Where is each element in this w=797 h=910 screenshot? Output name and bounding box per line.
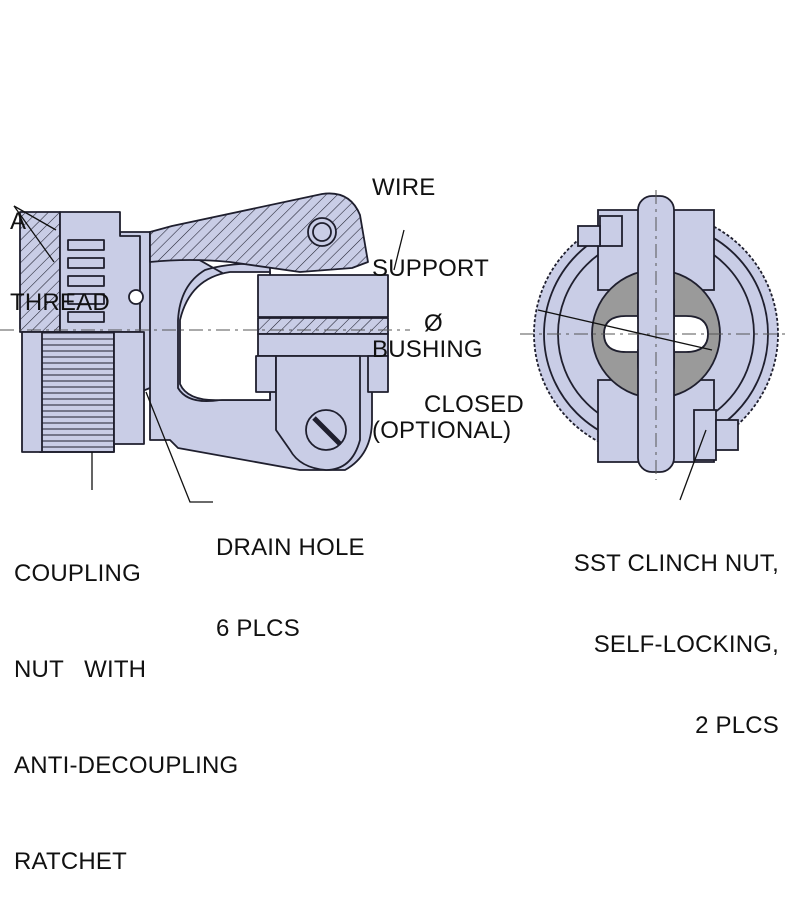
label-line: THREAD	[10, 289, 110, 316]
label-line: Ø	[424, 310, 443, 337]
label-clinch-nut: SST CLINCH NUT, SELF-LOCKING, 2 PLCS	[574, 496, 779, 766]
end-view	[520, 190, 790, 480]
label-line: WIRE	[372, 174, 436, 201]
label-line: DRAIN HOLE	[216, 534, 365, 561]
label-line: SUPPORT	[372, 255, 489, 282]
label-line: A	[10, 208, 27, 235]
label-drain-hole: DRAIN HOLE 6 PLCS	[216, 480, 365, 669]
elbow-window	[179, 271, 271, 402]
label-line: ANTI-DECOUPLING	[14, 752, 239, 779]
connector-drawing	[0, 190, 790, 503]
clamp-arm-section	[149, 192, 369, 273]
bushing-upper	[257, 274, 389, 318]
label-line: 6 PLCS	[216, 615, 300, 642]
label-coupling-nut: COUPLING NUT WITH ANTI-DECOUPLING RATCHE…	[14, 494, 238, 910]
label-line: SELF-LOCKING,	[593, 631, 779, 658]
label-line: NUT WITH	[14, 656, 147, 683]
label-a-thread: A THREAD	[10, 154, 110, 343]
label-line: CLOSED	[424, 391, 524, 418]
label-line: COUPLING	[14, 560, 141, 587]
label-wire-support-bushing: WIRE SUPPORT BUSHING (OPTIONAL)	[372, 120, 511, 471]
label-line: (OPTIONAL)	[372, 417, 512, 444]
leader-lines	[13, 205, 713, 503]
label-line: 2 PLCS	[695, 712, 779, 739]
label-line: BUSHING	[372, 336, 483, 363]
label-closed-diameter: Ø CLOSED	[424, 256, 524, 445]
label-line: SST CLINCH NUT,	[573, 550, 779, 577]
clinch-nut-top	[599, 215, 623, 247]
label-line: RATCHET	[14, 848, 127, 875]
coupling-nut-knurl	[39, 331, 115, 453]
side-view	[0, 192, 410, 471]
drain-hole	[128, 289, 144, 305]
